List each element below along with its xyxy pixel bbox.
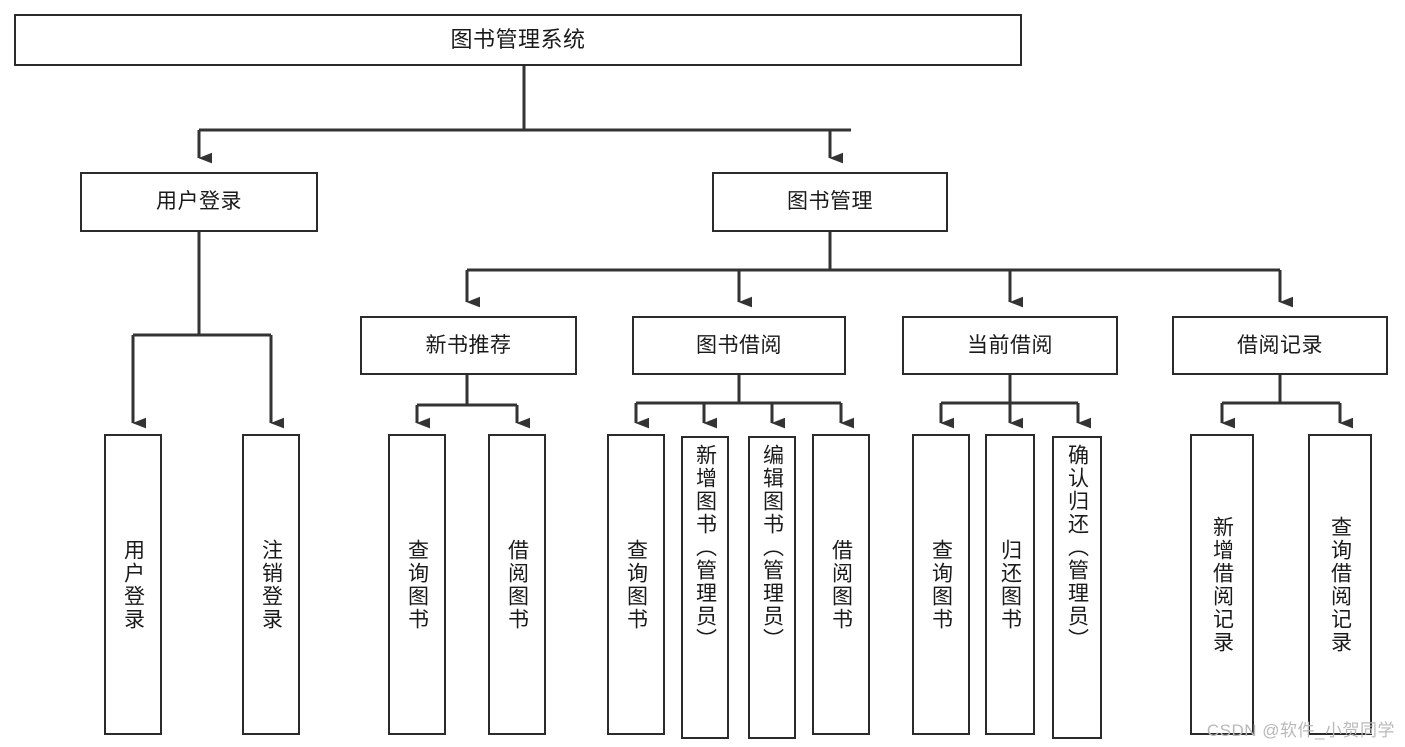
node-label: 新书推荐 bbox=[425, 333, 512, 357]
node-book-management[interactable]: 图书管理 bbox=[712, 172, 948, 232]
node-label: 当前借阅 bbox=[967, 333, 1053, 357]
node-label: 查询图书 bbox=[624, 538, 648, 631]
leaf-user-login-logout[interactable]: 注销登录 bbox=[242, 434, 300, 735]
leaf-borrow-query-book[interactable]: 查询图书 bbox=[607, 434, 665, 735]
node-label: 用户登录 bbox=[156, 190, 242, 214]
node-label: 图书管理 bbox=[787, 190, 873, 214]
node-label: 注销登录 bbox=[259, 538, 283, 631]
node-current-borrow[interactable]: 当前借阅 bbox=[902, 316, 1118, 375]
node-label: 查询借阅记录 bbox=[1328, 515, 1352, 654]
leaf-borrow-borrow-book[interactable]: 借阅图书 bbox=[812, 434, 870, 735]
leaf-borrow-edit-book-admin[interactable]: 编辑图书（管理员） bbox=[748, 436, 796, 739]
leaf-current-confirm-return-admin[interactable]: 确认归还（管理员） bbox=[1052, 436, 1102, 739]
node-label: 编辑图书（管理员） bbox=[760, 444, 784, 651]
node-label: 确认归还（管理员） bbox=[1065, 444, 1089, 651]
node-label: 图书借阅 bbox=[696, 333, 782, 357]
node-label: 查询图书 bbox=[405, 538, 429, 631]
leaf-current-query-book[interactable]: 查询图书 bbox=[912, 434, 970, 735]
node-root-system[interactable]: 图书管理系统 bbox=[14, 14, 1022, 66]
node-label: 用户登录 bbox=[121, 538, 145, 631]
node-borrow-record[interactable]: 借阅记录 bbox=[1172, 316, 1388, 375]
leaf-record-query-record[interactable]: 查询借阅记录 bbox=[1308, 434, 1372, 735]
node-label: 图书管理系统 bbox=[450, 26, 586, 52]
leaf-user-login-login[interactable]: 用户登录 bbox=[104, 434, 162, 735]
node-new-book-recommend[interactable]: 新书推荐 bbox=[360, 316, 577, 375]
node-book-borrow[interactable]: 图书借阅 bbox=[632, 316, 846, 375]
leaf-current-return-book[interactable]: 归还图书 bbox=[985, 434, 1035, 735]
node-label: 新增借阅记录 bbox=[1210, 515, 1234, 654]
node-label: 新增图书（管理员） bbox=[693, 444, 717, 651]
leaf-record-add-record[interactable]: 新增借阅记录 bbox=[1190, 434, 1254, 735]
csdn-watermark: CSDN @软件_小贺同学 bbox=[1206, 721, 1395, 740]
node-label: 借阅图书 bbox=[829, 538, 853, 631]
node-label: 查询图书 bbox=[929, 538, 953, 631]
node-user-login[interactable]: 用户登录 bbox=[80, 172, 318, 232]
node-label: 归还图书 bbox=[998, 538, 1022, 631]
node-label: 借阅图书 bbox=[505, 538, 529, 631]
leaf-new-book-borrow[interactable]: 借阅图书 bbox=[488, 434, 546, 735]
leaf-borrow-add-book-admin[interactable]: 新增图书（管理员） bbox=[681, 436, 729, 739]
leaf-new-book-query[interactable]: 查询图书 bbox=[388, 434, 446, 735]
node-label: 借阅记录 bbox=[1237, 333, 1323, 357]
